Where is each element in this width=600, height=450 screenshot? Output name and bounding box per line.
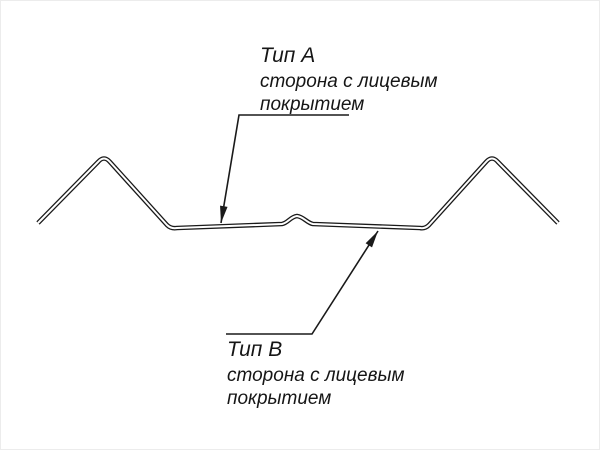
label-type-a-desc-line2: покрытием xyxy=(260,94,365,115)
profile-sheet-core xyxy=(37,157,559,230)
label-type-b-desc-line2: покрытием xyxy=(227,388,332,409)
leader-line-type-a xyxy=(220,114,349,224)
label-type-a-desc-line1: сторона с лицевым xyxy=(260,71,438,92)
label-type-b: Тип В сторона с лицевым покрытием xyxy=(227,337,405,410)
label-type-b-desc-line1: сторона с лицевым xyxy=(227,365,405,386)
label-type-b-title: Тип В xyxy=(227,338,283,361)
leader-line-type-b xyxy=(226,230,379,335)
label-type-a: Тип А сторона с лицевым покрытием xyxy=(260,43,438,116)
label-type-a-title: Тип А xyxy=(260,44,316,67)
